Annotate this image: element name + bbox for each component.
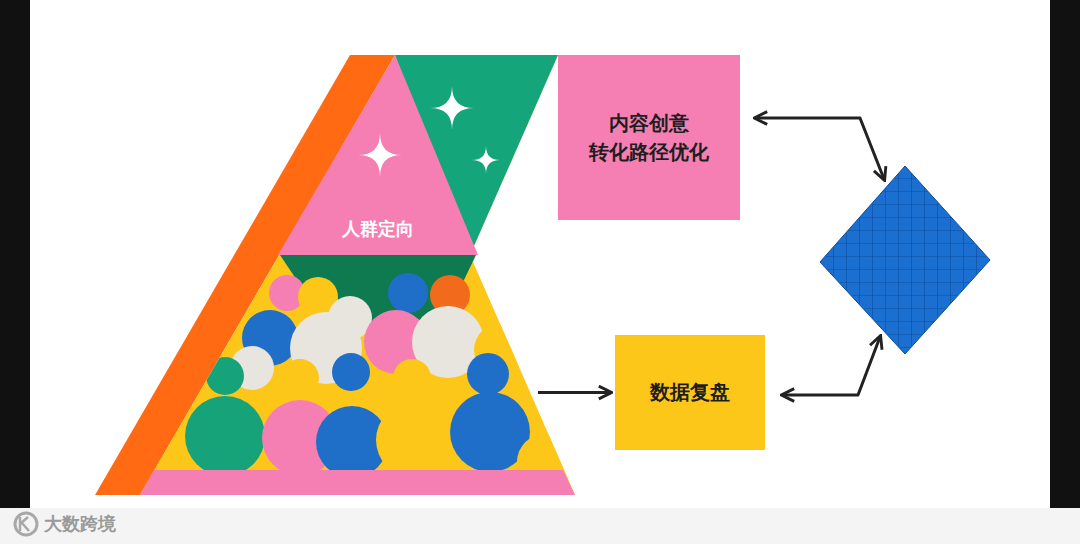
frame-left [0, 0, 30, 508]
watermark-text: 大数跨境 [44, 512, 116, 536]
pyramid-illustration [95, 55, 575, 495]
watermark-logo [15, 513, 37, 535]
diamond-shape [820, 165, 990, 355]
yellow-box: 数据复盘 [615, 335, 765, 450]
pink-triangle: 人群定向 [278, 55, 478, 255]
pink-box: 内容创意 转化路径优化 [558, 55, 740, 220]
bottom-strip [0, 508, 1080, 544]
grid-diamond [820, 165, 990, 355]
pyramid-shape: 人群定向 [95, 55, 575, 495]
arrow-connector [756, 118, 884, 179]
arrow-connector [538, 391, 610, 394]
arrow-connector [783, 337, 880, 395]
frame-right [1050, 0, 1080, 508]
node-label: 数据复盘 [650, 379, 730, 406]
node-label: 人群定向 [342, 217, 414, 241]
node-label: 内容创意 转化路径优化 [579, 109, 719, 167]
